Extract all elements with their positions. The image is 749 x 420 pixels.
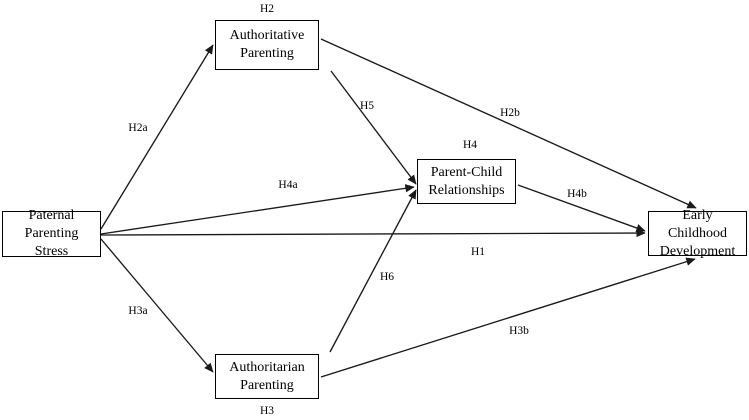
edge-label-h5: H5 — [359, 100, 375, 112]
edge-h2b — [320, 38, 697, 209]
edge-label-h4b: H4b — [567, 188, 587, 200]
edge-label-h3a: H3a — [128, 305, 148, 317]
node-parent-child-relationships[interactable]: Parent-Child Relationships — [417, 159, 516, 204]
node-label-authoritative-parenting: Authoritative Parenting — [229, 28, 305, 61]
hypothesis-label-h2: H2 — [259, 3, 275, 15]
edge-h4a — [100, 184, 415, 235]
edge-label-h2b: H2b — [500, 107, 520, 119]
hypothesis-label-h4: H4 — [462, 139, 478, 151]
node-label-parent-child-relationships: Parent-Child Relationships — [428, 164, 505, 198]
edge-h6 — [329, 189, 417, 353]
node-authoritarian-parenting[interactable]: Authoritarian Parenting — [215, 354, 319, 399]
edge-label-h2a: H2a — [128, 122, 148, 134]
edge-h2a — [100, 44, 214, 230]
edge-label-h3b: H3b — [509, 325, 529, 337]
node-early-childhood-development[interactable]: Early Childhood Development — [648, 208, 747, 259]
edge-h1 — [100, 228, 646, 238]
node-label-early-childhood-development: Early Childhood Development — [659, 207, 736, 259]
edge-h3b — [320, 257, 696, 378]
node-authoritative-parenting[interactable]: Authoritative Parenting — [215, 20, 319, 70]
edge-label-h6: H6 — [379, 271, 395, 283]
hypothesis-label-h3: H3 — [259, 405, 275, 417]
edge-h4b — [517, 184, 646, 232]
edge-h5 — [330, 70, 417, 185]
node-label-paternal-parenting-stress: Paternal Parenting Stress — [24, 208, 79, 259]
edge-lines-group — [100, 38, 697, 378]
edge-label-h1: H1 — [470, 246, 486, 258]
edge-label-h4a: H4a — [278, 179, 298, 191]
node-label-authoritarian-parenting: Authoritarian Parenting — [229, 359, 305, 393]
edge-h3a — [100, 238, 214, 373]
node-paternal-parenting-stress[interactable]: Paternal Parenting Stress — [2, 208, 101, 259]
